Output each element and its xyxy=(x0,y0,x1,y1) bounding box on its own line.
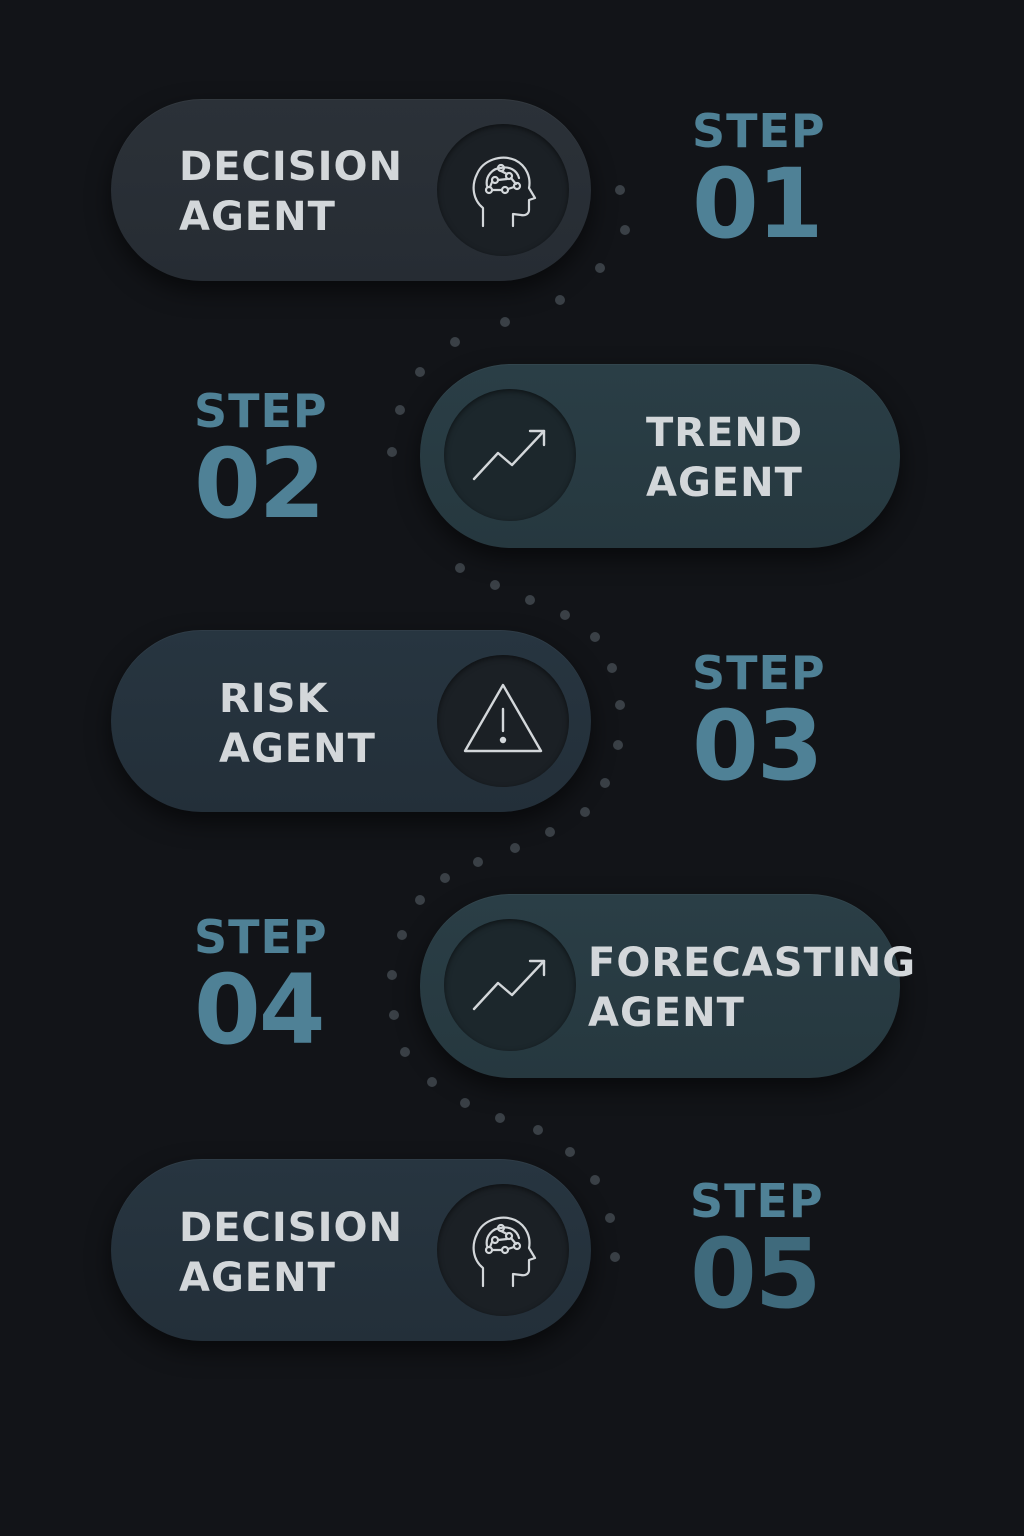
connector-dot xyxy=(525,595,535,605)
connector-dot xyxy=(607,663,617,673)
connector-dot xyxy=(605,1213,615,1223)
brain-head-icon xyxy=(472,1216,537,1288)
step-02-number: 02 xyxy=(194,428,326,540)
step-03-badge: STEP 03 xyxy=(692,648,826,794)
connector-dot xyxy=(510,843,520,853)
connector-dot xyxy=(400,1047,410,1057)
step-05-label-line2: AGENT xyxy=(179,1255,336,1301)
step-03-word: STEP xyxy=(692,646,826,700)
connector-dot xyxy=(560,610,570,620)
connector-dot xyxy=(615,185,625,195)
step-04-number: 04 xyxy=(194,954,326,1066)
step-04-label-line1: FORECASTING xyxy=(588,940,917,986)
step-04-word: STEP xyxy=(194,910,328,964)
connector-dot xyxy=(613,740,623,750)
connector-dot xyxy=(610,1252,620,1262)
step-02-label-line2: AGENT xyxy=(646,460,803,506)
step-05-card: DECISION AGENT xyxy=(111,1159,591,1341)
step-01-label-line2: AGENT xyxy=(179,194,336,240)
connector-dot xyxy=(615,700,625,710)
connector-dot xyxy=(500,317,510,327)
step-01-card: DECISION AGENT xyxy=(111,99,591,281)
connector-dot xyxy=(565,1147,575,1157)
step-02-label: TREND AGENT xyxy=(646,408,803,508)
step-03-icon-circle xyxy=(437,655,569,787)
connector-dot xyxy=(397,930,407,940)
trend-up-icon xyxy=(472,429,546,481)
connector-dot xyxy=(620,225,630,235)
connector-dot xyxy=(555,295,565,305)
step-02-word: STEP xyxy=(194,384,328,438)
step-01-word: STEP xyxy=(692,104,826,158)
connector-dot xyxy=(389,1010,399,1020)
connector-dot xyxy=(395,405,405,415)
step-05-label: DECISION AGENT xyxy=(179,1203,403,1303)
step-01-label: DECISION AGENT xyxy=(179,142,403,242)
step-01-badge: STEP 01 xyxy=(692,106,826,252)
connector-dot xyxy=(495,1113,505,1123)
connector-dot xyxy=(387,970,397,980)
step-04-icon-circle xyxy=(444,919,576,1051)
connector-dot xyxy=(427,1077,437,1087)
step-04-badge: STEP 04 xyxy=(194,912,328,1058)
connector-dot xyxy=(450,337,460,347)
connector-dot xyxy=(455,563,465,573)
step-03-card: RISK AGENT xyxy=(111,630,591,812)
step-03-label: RISK AGENT xyxy=(219,674,376,774)
connector-dot xyxy=(590,1175,600,1185)
step-03-number: 03 xyxy=(692,690,824,802)
step-02-icon-circle xyxy=(444,389,576,521)
step-02-label-line1: TREND xyxy=(646,410,804,456)
step-01-number: 01 xyxy=(692,148,824,260)
connector-dot xyxy=(600,778,610,788)
connector-dot xyxy=(580,807,590,817)
step-05-label-line1: DECISION xyxy=(179,1205,403,1251)
step-02-badge: STEP 02 xyxy=(194,386,328,532)
connector-dot xyxy=(533,1125,543,1135)
connector-dot xyxy=(460,1098,470,1108)
trend-up-icon xyxy=(472,959,546,1011)
step-01-icon-circle xyxy=(437,124,569,256)
connector-dot xyxy=(415,367,425,377)
connector-dot xyxy=(415,895,425,905)
connector-dot xyxy=(545,827,555,837)
step-04-label: FORECASTING AGENT xyxy=(588,938,916,1038)
step-05-icon-circle xyxy=(437,1184,569,1316)
step-01-label-line1: DECISION xyxy=(179,144,403,190)
step-04-label-line2: AGENT xyxy=(588,990,745,1036)
connector-dot xyxy=(440,873,450,883)
brain-head-icon xyxy=(472,156,537,228)
connector-dot xyxy=(595,263,605,273)
step-05-number: 05 xyxy=(690,1218,822,1330)
connector-dot xyxy=(473,857,483,867)
connector-dot xyxy=(590,632,600,642)
step-03-label-line1: RISK xyxy=(219,676,329,722)
step-05-badge: STEP 05 xyxy=(690,1176,824,1322)
warning-triangle-icon xyxy=(463,683,543,753)
step-04-card: FORECASTING AGENT xyxy=(420,894,915,1078)
step-05-word: STEP xyxy=(690,1174,824,1228)
step-03-label-line2: AGENT xyxy=(219,726,376,772)
step-02-card: TREND AGENT xyxy=(420,364,900,548)
connector-dot xyxy=(490,580,500,590)
connector-dot xyxy=(387,447,397,457)
